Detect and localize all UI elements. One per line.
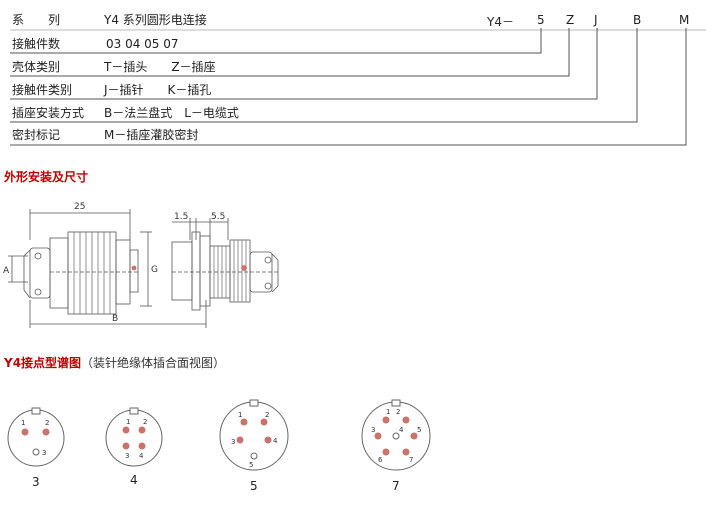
pin-3-2 (42, 428, 50, 436)
receptacle-knurl (213, 240, 247, 302)
receptacle-screw-bottom (264, 282, 272, 290)
dim-text-g: G (151, 265, 158, 275)
pin-7-7 (402, 448, 410, 456)
dim-text-overall: 25 (74, 202, 85, 212)
pin-label-5-1: 1 (238, 411, 242, 419)
spec-value-contacts: 03 04 05 07 (106, 37, 179, 51)
dim-text-flange-offset: 5.5 (211, 212, 225, 222)
pinout-title: Y4接点型谱图（装针绝缘体插合面视图） (4, 354, 225, 371)
pin-label-4-4: 4 (139, 452, 144, 460)
pin-label-7-6: 6 (378, 456, 383, 464)
pin-3-3 (32, 448, 40, 456)
code-shell: Z (566, 13, 575, 27)
spec-value-contact-type: J－插针 K－插孔 (104, 83, 212, 97)
dim-text-flange-thickness: 1.5 (174, 212, 188, 222)
pin-label-5-5: 5 (249, 461, 253, 469)
connector-7-face (361, 399, 431, 471)
code-mounting: B (633, 13, 642, 27)
connector-count-7: 7 (392, 479, 400, 493)
connector-4-face (105, 407, 163, 467)
leader-mounting (10, 28, 638, 123)
leader-contacts (10, 28, 542, 54)
pin-4-3 (122, 442, 130, 450)
dimension-title: 外形安装及尺寸 (4, 170, 89, 184)
receptacle-screw-top (264, 256, 272, 264)
pinout-title-text: Y4接点型谱图 (4, 356, 82, 370)
code-contact-type: J (594, 13, 598, 27)
code-contacts: 5 (537, 13, 545, 27)
connector-count-5: 5 (250, 479, 258, 493)
spec-value-series: Y4 系列圆形电连接 (104, 13, 207, 27)
pin-label-5-3: 3 (231, 438, 235, 446)
plug-screw-top (34, 252, 42, 260)
spec-label-contact-type: 接触件类别 (12, 83, 73, 97)
pin-7-5 (410, 432, 418, 440)
plug-knurl (73, 232, 111, 314)
pin-5-3 (236, 436, 244, 444)
pin-5-2 (260, 418, 268, 426)
spec-value-shell: T－插头 Z－插座 (104, 60, 216, 74)
pin-7-2 (402, 416, 410, 424)
code-seal: M (679, 13, 690, 27)
plug-body (23, 231, 140, 315)
pin-label-3-2: 2 (45, 419, 49, 427)
pin-4-4 (138, 442, 146, 450)
leader-seal (10, 28, 687, 146)
spec-label-series: 系 列 (12, 13, 61, 27)
pin-label-7-5: 5 (417, 426, 421, 434)
pin-5-4 (264, 436, 272, 444)
plug-screw-bottom (34, 288, 42, 296)
pin-label-4-1: 1 (126, 418, 130, 426)
pin-4-1 (122, 426, 130, 434)
pin-label-3-3: 3 (42, 449, 46, 457)
spec-value-seal: M－插座灌胶密封 (104, 128, 199, 142)
pin-5-1 (240, 418, 248, 426)
pin-label-4-3: 3 (125, 452, 129, 460)
leader-shell (10, 28, 570, 77)
spec-value-mounting: B－法兰盘式 L－电缆式 (104, 106, 239, 120)
connector-3-face (7, 407, 65, 467)
pin-7-4 (392, 432, 400, 440)
plug-marker (131, 265, 137, 271)
pin-label-5-4: 4 (273, 437, 278, 445)
pin-label-5-2: 2 (265, 411, 269, 419)
spec-label-mounting: 插座安装方式 (12, 106, 85, 120)
pin-label-7-1: 1 (386, 408, 390, 416)
pin-4-2 (138, 426, 146, 434)
dim-text-b: B (112, 314, 118, 324)
pin-label-7-3: 3 (371, 426, 375, 434)
connector-5-face (219, 399, 289, 471)
pin-7-1 (382, 416, 390, 424)
spec-label-shell: 壳体类别 (12, 60, 61, 74)
receptacle-marker (241, 265, 247, 271)
spec-label-seal: 密封标记 (12, 128, 61, 142)
code-leader-lines (10, 28, 706, 146)
leader-contact-type (10, 28, 598, 100)
dim-text-a: A (3, 266, 10, 276)
pin-5-5 (250, 452, 258, 460)
pin-label-7-4: 4 (399, 426, 404, 434)
pin-label-4-2: 2 (143, 418, 147, 426)
pin-label-7-2: 2 (396, 408, 400, 416)
code-prefix: Y4－ (487, 15, 514, 29)
connector-count-3: 3 (32, 475, 40, 489)
pin-7-6 (382, 448, 390, 456)
spec-label-contacts: 接触件数 (12, 37, 61, 51)
pinout-note: （装针绝缘体插合面视图） (81, 356, 226, 370)
pin-3-1 (21, 428, 29, 436)
connector-count-4: 4 (130, 473, 138, 487)
pin-label-7-7: 7 (409, 456, 413, 464)
pin-7-3 (374, 432, 382, 440)
pin-label-3-1: 1 (21, 419, 25, 427)
